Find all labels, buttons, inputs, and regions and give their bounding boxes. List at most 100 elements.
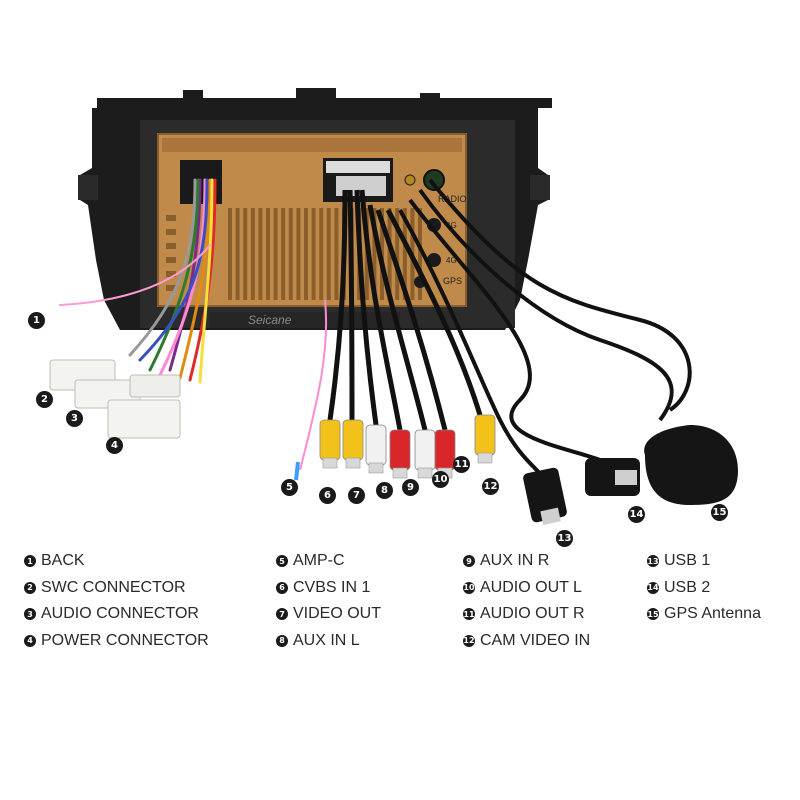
callout-15: 15 — [711, 504, 728, 521]
vent-slot — [166, 257, 176, 263]
vent-slot — [258, 208, 263, 300]
legend-number: 9 — [463, 555, 475, 568]
vent-slot — [311, 208, 316, 300]
legend-item: 11 AUDIO OUT R — [463, 601, 590, 628]
legend-label: CAM VIDEO IN — [480, 631, 591, 649]
legend-number: 3 — [24, 608, 36, 621]
vent-slot — [288, 208, 293, 300]
vent-slot — [266, 208, 270, 300]
legend-item: 5 AMP-C — [276, 548, 381, 575]
vent-slot — [273, 208, 278, 300]
legend-number: 8 — [276, 634, 288, 647]
callout-14: 14 — [628, 506, 645, 523]
4g-port-label-1: 4G — [446, 221, 457, 230]
legend-label: POWER CONNECTOR — [41, 631, 209, 649]
radio-port-label: RADIO — [438, 194, 467, 204]
legend-label: VIDEO OUT — [293, 605, 382, 623]
legend-column-2: 5 AMP-C 6 CVBS IN 1 7 VIDEO OUT 8 AUX IN L — [276, 548, 381, 654]
rca-plug-video-out — [342, 419, 364, 469]
vent-slot — [395, 208, 400, 300]
callout-9: 9 — [402, 479, 419, 496]
vent-slot — [228, 208, 232, 300]
legend-label: CVBS IN 1 — [293, 578, 371, 596]
legend-number: 6 — [276, 581, 288, 594]
gps-port-label: GPS — [443, 276, 462, 286]
wire-harness — [59, 178, 217, 384]
legend-number: 15 — [647, 608, 659, 621]
callout-2: 2 — [36, 391, 53, 408]
vent-slot — [319, 208, 324, 300]
vent-slot — [235, 208, 240, 300]
legend-item: 7 VIDEO OUT — [276, 601, 381, 628]
white-plug-connectors — [49, 359, 181, 439]
legend-number: 14 — [647, 581, 659, 594]
vent-slot — [304, 208, 308, 300]
callout-1: 1 — [28, 312, 45, 329]
callout-12: 12 — [482, 478, 499, 495]
rca-plug-cam-video-in — [474, 414, 496, 464]
callout-8: 8 — [376, 482, 393, 499]
legend-label: USB 2 — [664, 578, 711, 596]
legend-number: 11 — [463, 608, 475, 621]
callout-7: 7 — [348, 487, 365, 504]
vent-slot — [326, 208, 331, 300]
vent-slot — [166, 215, 176, 221]
vent-slot — [334, 208, 339, 300]
legend-item: 12 CAM VIDEO IN — [463, 628, 590, 655]
vent-slot — [250, 208, 255, 300]
legend-label: AUDIO OUT L — [480, 578, 582, 596]
vent-slot — [402, 208, 407, 300]
vent-slot — [243, 208, 248, 300]
usb-gps-cables — [398, 178, 692, 482]
callout-3: 3 — [66, 410, 83, 427]
wiring-diagram: RADIO 4G 4G GPS Seicane — [49, 88, 738, 526]
vent-slot — [281, 208, 286, 300]
vent-slot — [372, 208, 377, 300]
callout-4: 4 — [106, 437, 123, 454]
legend-number: 5 — [276, 555, 288, 568]
rca-cables — [327, 189, 483, 431]
legend-item: 3 AUDIO CONNECTOR — [24, 601, 209, 628]
amp-c-tip — [294, 461, 300, 481]
legend-item: 14 USB 2 — [647, 575, 761, 602]
vent-slot — [166, 243, 176, 249]
legend-item: 2 SWC CONNECTOR — [24, 575, 209, 602]
legend-number: 7 — [276, 608, 288, 621]
rca-plug-aux-in-r — [389, 429, 411, 479]
vent-slot — [387, 208, 392, 300]
legend-item: 9 AUX IN R — [463, 548, 590, 575]
legend-label: AUX IN L — [293, 631, 360, 649]
callout-13: 13 — [556, 530, 573, 547]
legend-label: AUDIO OUT R — [480, 605, 585, 623]
legend-label: AMP-C — [293, 552, 345, 570]
4g-port-label-2: 4G — [446, 256, 457, 265]
legend-label: AUX IN R — [480, 552, 550, 570]
legend-number: 2 — [24, 581, 36, 594]
vent-slot — [296, 208, 301, 300]
callout-11: 11 — [453, 456, 470, 473]
rca-plug-aux-in-l — [365, 424, 387, 474]
vent-slot — [166, 285, 176, 291]
gps-antenna — [644, 425, 738, 505]
legend-item: 6 CVBS IN 1 — [276, 575, 381, 602]
legend-label: SWC CONNECTOR — [41, 578, 186, 596]
legend-number: 12 — [463, 634, 475, 647]
callout-6: 6 — [319, 487, 336, 504]
usb-plug-2 — [585, 458, 640, 496]
vent-slot — [418, 208, 422, 300]
callout-10: 10 — [432, 471, 449, 488]
legend-label: AUDIO CONNECTOR — [41, 605, 199, 623]
vent-slot — [166, 271, 176, 277]
usb-plug-1 — [523, 467, 567, 526]
amp-c-wire — [299, 299, 328, 471]
legend-number: 1 — [24, 555, 36, 568]
